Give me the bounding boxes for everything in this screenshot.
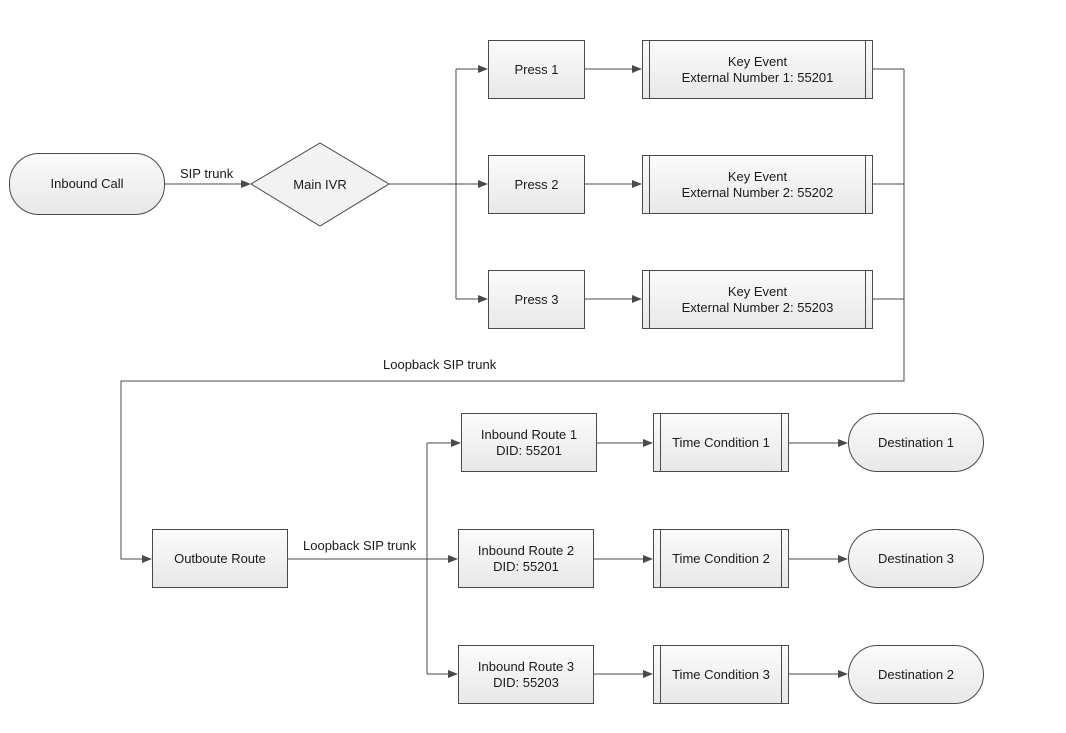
- sip-trunk-label: SIP trunk: [180, 166, 234, 181]
- time-condition-3-node: Time Condition 3: [653, 645, 789, 704]
- inbound-route-2-did: DID: 55201: [493, 558, 559, 574]
- time-condition-2-label: Time Condition 2: [672, 550, 770, 566]
- key-event-3-number: External Number 2: 55203: [681, 299, 834, 315]
- inbound-route-2-node: Inbound Route 2 DID: 55201: [458, 529, 594, 588]
- press-3-node: Press 3: [488, 270, 585, 329]
- time-condition-2-node: Time Condition 2: [653, 529, 789, 588]
- press-1-label: Press 1: [514, 61, 559, 77]
- press-2-label: Press 2: [514, 176, 559, 192]
- key-event-2-node: Key Event External Number 2: 55202: [642, 155, 873, 214]
- key-event-1-node: Key Event External Number 1: 55201: [642, 40, 873, 99]
- inbound-route-1-node: Inbound Route 1 DID: 55201: [461, 413, 597, 472]
- key-event-2-title: Key Event: [727, 168, 788, 184]
- time-condition-3-label: Time Condition 3: [672, 666, 770, 682]
- outbound-route-label: Outboute Route: [174, 550, 266, 566]
- outbound-route-node: Outboute Route: [152, 529, 288, 588]
- destination-3-label: Destination 3: [878, 550, 954, 566]
- press-3-label: Press 3: [514, 291, 559, 307]
- key-event-1-number: External Number 1: 55201: [681, 69, 834, 85]
- inbound-call-node: Inbound Call: [9, 153, 165, 215]
- loopback-top-label: Loopback SIP trunk: [383, 357, 497, 372]
- inbound-route-3-title: Inbound Route 3: [477, 658, 575, 674]
- key-event-1-title: Key Event: [727, 53, 788, 69]
- inbound-route-1-did: DID: 55201: [496, 442, 562, 458]
- inbound-route-1-title: Inbound Route 1: [480, 426, 578, 442]
- press-1-node: Press 1: [488, 40, 585, 99]
- inbound-route-2-title: Inbound Route 2: [477, 542, 575, 558]
- time-condition-1-node: Time Condition 1: [653, 413, 789, 472]
- key-event-3-node: Key Event External Number 2: 55203: [642, 270, 873, 329]
- destination-3-node: Destination 3: [848, 529, 984, 588]
- destination-1-node: Destination 1: [848, 413, 984, 472]
- inbound-route-3-node: Inbound Route 3 DID: 55203: [458, 645, 594, 704]
- inbound-call-label: Inbound Call: [50, 176, 124, 191]
- inbound-route-3-did: DID: 55203: [493, 674, 559, 690]
- time-condition-1-label: Time Condition 1: [672, 434, 770, 450]
- destination-2-node: Destination 2: [848, 645, 984, 704]
- press-2-node: Press 2: [488, 155, 585, 214]
- key-event-2-number: External Number 2: 55202: [681, 184, 834, 200]
- destination-2-label: Destination 2: [878, 666, 954, 682]
- destination-1-label: Destination 1: [878, 434, 954, 450]
- main-ivr-label: Main IVR: [293, 177, 347, 192]
- key-event-3-title: Key Event: [727, 283, 788, 299]
- loopback-bottom-label: Loopback SIP trunk: [303, 538, 417, 553]
- edge-loopback-top: [120, 69, 905, 563]
